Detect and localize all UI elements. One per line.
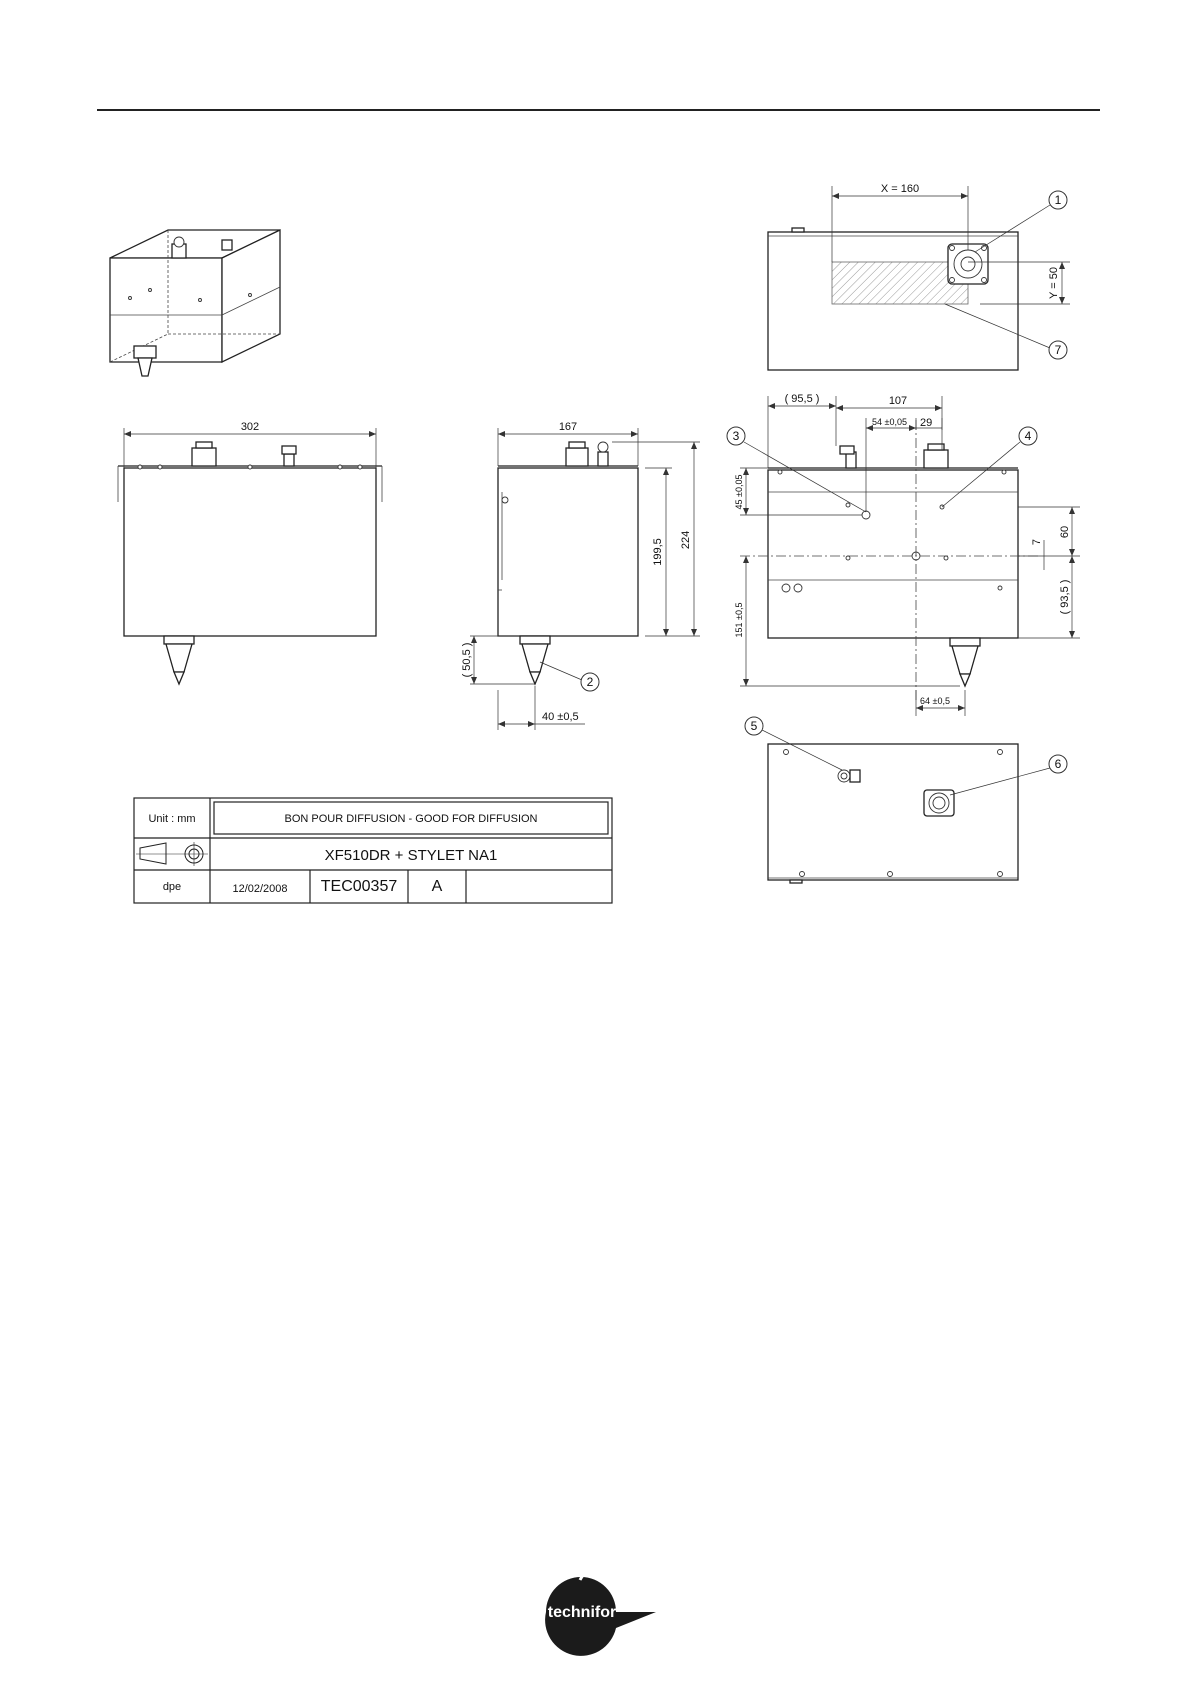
unit-label: Unit : mm bbox=[148, 813, 195, 825]
callout-2: 2 bbox=[540, 662, 599, 691]
dim-64: 64 ±0,5 bbox=[920, 696, 950, 706]
dim-40: 40 ±0,5 bbox=[542, 711, 579, 723]
front-view bbox=[118, 442, 382, 684]
dim-front-width: 302 bbox=[124, 421, 376, 468]
drawing-number: TEC00357 bbox=[321, 878, 398, 895]
dim-54: 54 ±0,05 bbox=[872, 417, 907, 427]
dim-199-5: 199,5 bbox=[652, 538, 664, 566]
svg-text:3: 3 bbox=[733, 429, 740, 443]
side-view bbox=[498, 442, 638, 684]
bottom-view bbox=[768, 744, 1018, 883]
revision: A bbox=[432, 878, 443, 895]
date: 12/02/2008 bbox=[232, 883, 287, 895]
dim-50-5: ( 50,5 ) bbox=[461, 643, 473, 678]
dim-167: 167 bbox=[559, 421, 577, 433]
part-name: XF510DR + STYLET NA1 bbox=[325, 847, 498, 864]
svg-text:6: 6 bbox=[1055, 757, 1062, 771]
technifor-logo: technifor bbox=[545, 1563, 656, 1656]
dim-7: 7 bbox=[1031, 539, 1043, 545]
dim-95-5: ( 95,5 ) bbox=[785, 393, 820, 405]
svg-text:5: 5 bbox=[751, 719, 758, 733]
dim-107: 107 bbox=[889, 395, 907, 407]
dim-x-160: X = 160 bbox=[881, 183, 919, 195]
dim-29: 29 bbox=[920, 417, 932, 429]
author: dpe bbox=[163, 881, 181, 893]
logo-text: technifor bbox=[548, 1604, 616, 1621]
title-block: Unit : mm BON POUR DIFFUSION - GOOD FOR … bbox=[134, 798, 612, 903]
dim-224: 224 bbox=[680, 531, 692, 549]
dim-151: 151 ±0,5 bbox=[734, 603, 744, 638]
rear-view bbox=[740, 420, 1040, 700]
svg-text:7: 7 bbox=[1055, 343, 1062, 357]
svg-text:1: 1 bbox=[1055, 193, 1062, 207]
svg-text:4: 4 bbox=[1025, 429, 1032, 443]
dim-y-50: Y = 50 bbox=[1048, 267, 1060, 299]
dim-302: 302 bbox=[241, 421, 259, 433]
top-view bbox=[768, 228, 1018, 370]
isometric-view bbox=[110, 230, 280, 376]
projection-symbol bbox=[136, 842, 208, 866]
dim-60: 60 bbox=[1059, 526, 1071, 538]
dim-93-5: ( 93,5 ) bbox=[1059, 580, 1071, 615]
dim-45: 45 ±0,05 bbox=[734, 475, 744, 510]
svg-text:2: 2 bbox=[587, 675, 594, 689]
approval-label: BON POUR DIFFUSION - GOOD FOR DIFFUSION bbox=[285, 813, 538, 825]
